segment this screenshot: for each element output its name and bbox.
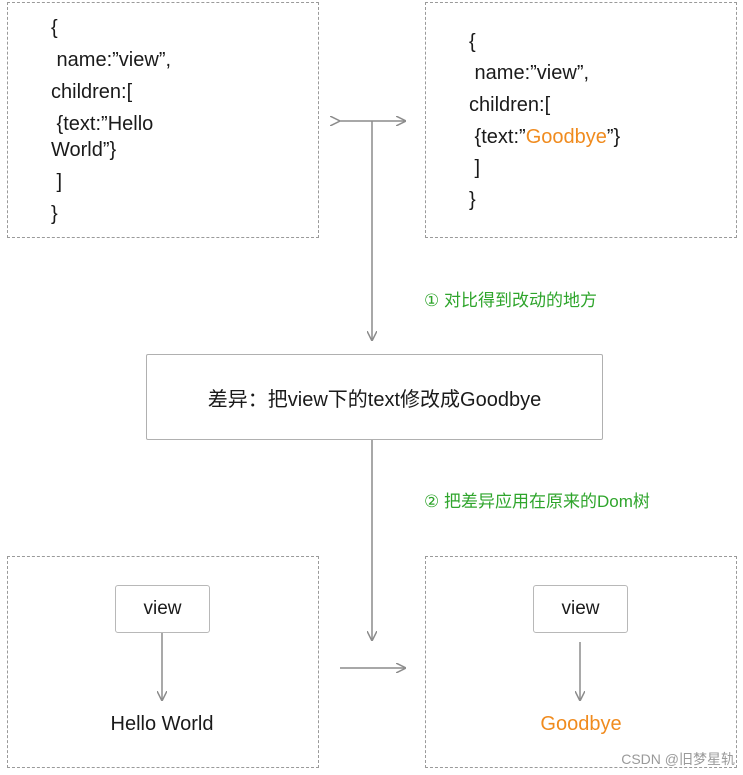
old-code-line-6: ] (51, 171, 63, 193)
watermark: CSDN @旧梦星轨 (621, 751, 735, 767)
new-code-line-2: name:”view”, (469, 62, 590, 84)
new-code-line-1: { (469, 31, 476, 53)
new-code-line-5: ] (469, 157, 481, 179)
old-vnode-box (7, 2, 319, 238)
new-vnode-box (425, 2, 737, 238)
step2-note: ② 把差异应用在原来的Dom树 (424, 492, 650, 511)
old-dom-view-node: view (115, 585, 210, 633)
old-code-line-7: } (51, 203, 58, 225)
diff-text: 差异：把view下的text修改成Goodbye (207, 388, 542, 411)
new-code-line-4: {text:”Goodbye”} (469, 125, 621, 149)
new-code-line-3: children:[ (469, 94, 551, 116)
old-dom-text-node: Hello World (110, 713, 214, 735)
new-code-suffix: ”} (606, 126, 621, 148)
old-code-line-2: name:”view”, (51, 49, 172, 71)
old-code-line-3: children:[ (51, 81, 133, 103)
changed-text-highlight: Goodbye (525, 126, 607, 148)
step1-note: ① 对比得到改动的地方 (424, 291, 597, 310)
old-code-line-4: {text:”Hello (51, 113, 154, 135)
new-dom-text-node: Goodbye (540, 713, 622, 735)
old-code-line-5: World”} (51, 139, 117, 161)
old-dom-view-label: view (143, 598, 182, 619)
diff-box: 差异：把view下的text修改成Goodbye (146, 354, 603, 440)
new-dom-view-node: view (533, 585, 628, 633)
new-dom-view-label: view (561, 598, 600, 619)
new-code-prefix: {text:” (469, 126, 526, 148)
old-code-line-1: { (51, 17, 58, 39)
new-code-line-6: } (469, 189, 476, 211)
